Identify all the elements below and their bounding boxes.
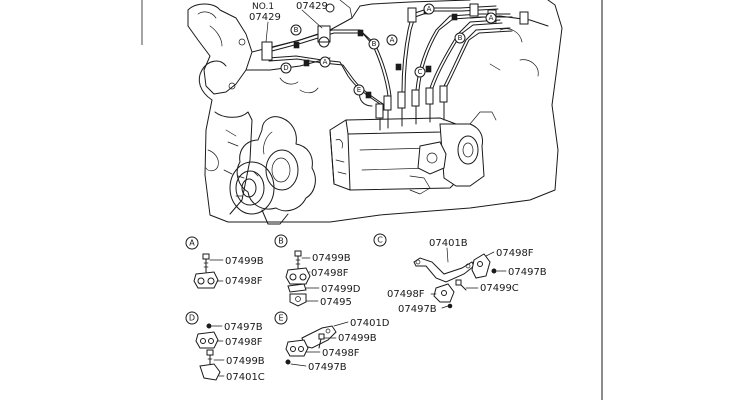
part-number: 07499B (225, 256, 264, 267)
part-number: 07498F (225, 276, 263, 287)
part-number: 07401B (429, 238, 468, 249)
section-c: C 07401B 07498F 07497B 074 (373, 233, 547, 315)
svg-text:E: E (278, 314, 283, 323)
svg-text:B: B (458, 34, 463, 42)
bracket-icon (413, 257, 475, 283)
callout-a-4: A (386, 34, 398, 46)
callout-a-1: A (423, 3, 435, 15)
section-d: D 07497B 07498F 07499B 07401C (185, 311, 265, 383)
part-number: 07499D (321, 284, 361, 295)
section-a: A 07499B 07498F (185, 236, 264, 289)
part-number: 07499B (338, 333, 377, 344)
delivery-valves (375, 85, 448, 131)
bolt-icon (294, 250, 302, 271)
svg-text:B: B (372, 40, 377, 48)
svg-text:C: C (377, 236, 383, 245)
part-number-07429-left: 07429 (249, 12, 281, 23)
svg-text:A: A (323, 58, 328, 66)
bolt-icon (206, 349, 214, 367)
callout-c-1: C (414, 66, 426, 78)
cylinder-label: NO.1 (252, 2, 274, 12)
svg-text:A: A (489, 14, 494, 22)
svg-text:C: C (418, 68, 423, 76)
bolt-icon (318, 333, 325, 349)
part-number: 07497B (508, 267, 547, 278)
part-number: 07497B (308, 362, 347, 373)
callout-d-1: D (280, 62, 292, 74)
bracket-icon (199, 363, 221, 381)
nut-icon (206, 323, 212, 329)
section-b: B 07499B 07498F 07499D 07495 (274, 234, 361, 308)
part-number: 07499B (312, 253, 351, 264)
pipe-clamps (293, 7, 458, 99)
part-number: 07498F (311, 268, 349, 279)
part-number: 07499B (226, 356, 265, 367)
part-number: 07498F (496, 248, 534, 259)
pipe-clamp-icon (471, 253, 491, 279)
clamp-plate-icon (287, 283, 307, 293)
pipe-clamp-icon (193, 271, 219, 289)
svg-text:D: D (283, 64, 288, 72)
nut-icon (491, 268, 497, 274)
pipe-clamp-icon (285, 339, 309, 357)
nut-icon (285, 359, 291, 365)
part-number: 07401C (226, 372, 265, 383)
svg-text:B: B (278, 237, 284, 246)
injection-nozzles (261, 0, 529, 61)
part-number-07429-right: 07429 (296, 1, 328, 12)
engine-illustration (187, 0, 563, 225)
callout-a-3: A (319, 56, 331, 68)
part-number: 07498F (225, 337, 263, 348)
svg-text:D: D (189, 314, 195, 323)
nut-icon (447, 303, 453, 309)
svg-text:A: A (189, 239, 195, 248)
svg-text:A: A (427, 5, 432, 13)
pipe-clamp-icon (433, 283, 455, 303)
callout-e-1: E (353, 84, 365, 96)
grommet-icon (289, 293, 307, 307)
svg-text:E: E (357, 86, 361, 94)
svg-text:A: A (390, 36, 395, 44)
part-number: 07495 (320, 297, 352, 308)
section-e: E 07401D 07499B 07498F 07497B (274, 311, 390, 373)
injection-pipes (267, 5, 513, 107)
callout-a-2: A (485, 12, 497, 24)
svg-text:B: B (294, 26, 299, 34)
part-number: 07401D (350, 318, 390, 329)
part-number: 07497B (398, 304, 437, 315)
pipe-clamp-icon (195, 331, 219, 349)
callout-b-2: B (368, 38, 380, 50)
pipe-clamp-icon (285, 267, 311, 285)
callout-b-3: B (454, 32, 466, 44)
part-number: 07497B (224, 322, 263, 333)
part-number: 07499C (480, 283, 519, 294)
part-number: 07498F (322, 348, 360, 359)
callout-b-1: B (290, 24, 302, 36)
part-number: 07498F (387, 289, 425, 300)
bolt-icon (455, 279, 467, 291)
bolt-icon (202, 253, 210, 273)
